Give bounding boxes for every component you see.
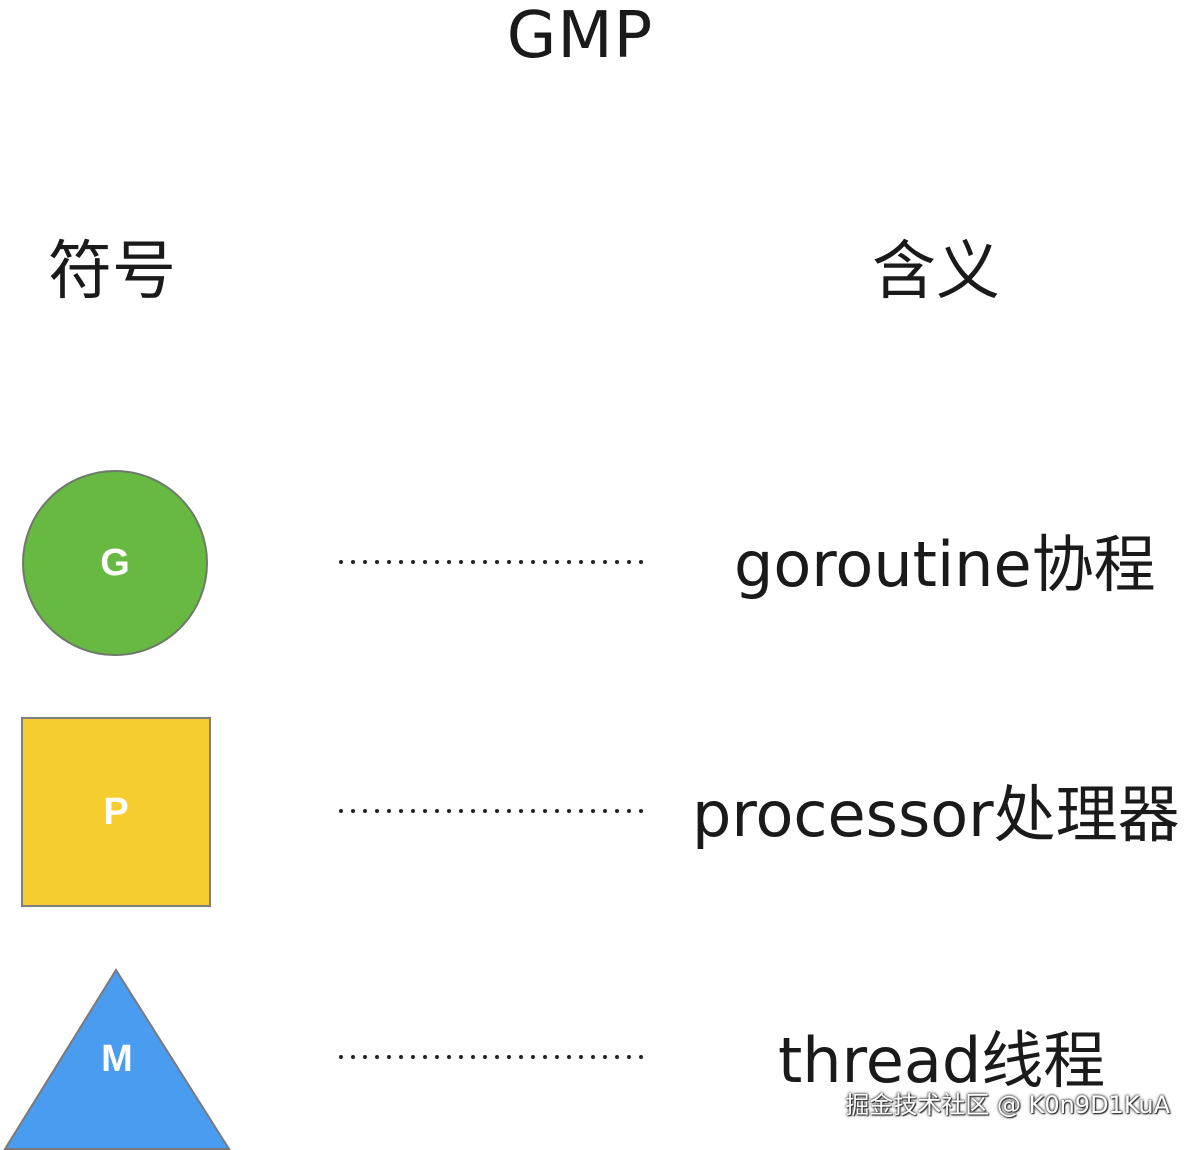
symbol-column-header: 符号 [48, 235, 176, 309]
thread-meaning: thread线程 [778, 1024, 1106, 1097]
processor-square-icon: P [21, 717, 211, 907]
goroutine-meaning: goroutine协程 [734, 528, 1156, 601]
dotted-connector [339, 560, 653, 564]
thread-triangle-icon: M [3, 968, 231, 1150]
processor-meaning: processor处理器 [692, 778, 1180, 851]
processor-symbol-label: P [103, 790, 129, 833]
dotted-connector [339, 1055, 653, 1059]
diagram-title: GMP [506, 0, 654, 73]
goroutine-symbol-label: G [100, 541, 130, 584]
goroutine-circle-icon: G [22, 470, 208, 656]
thread-symbol-label: M [101, 1038, 133, 1080]
dotted-connector [339, 809, 653, 813]
watermark: 掘金技术社区 @ K0n9D1KuA [845, 1091, 1170, 1119]
meaning-column-header: 含义 [872, 235, 1000, 309]
